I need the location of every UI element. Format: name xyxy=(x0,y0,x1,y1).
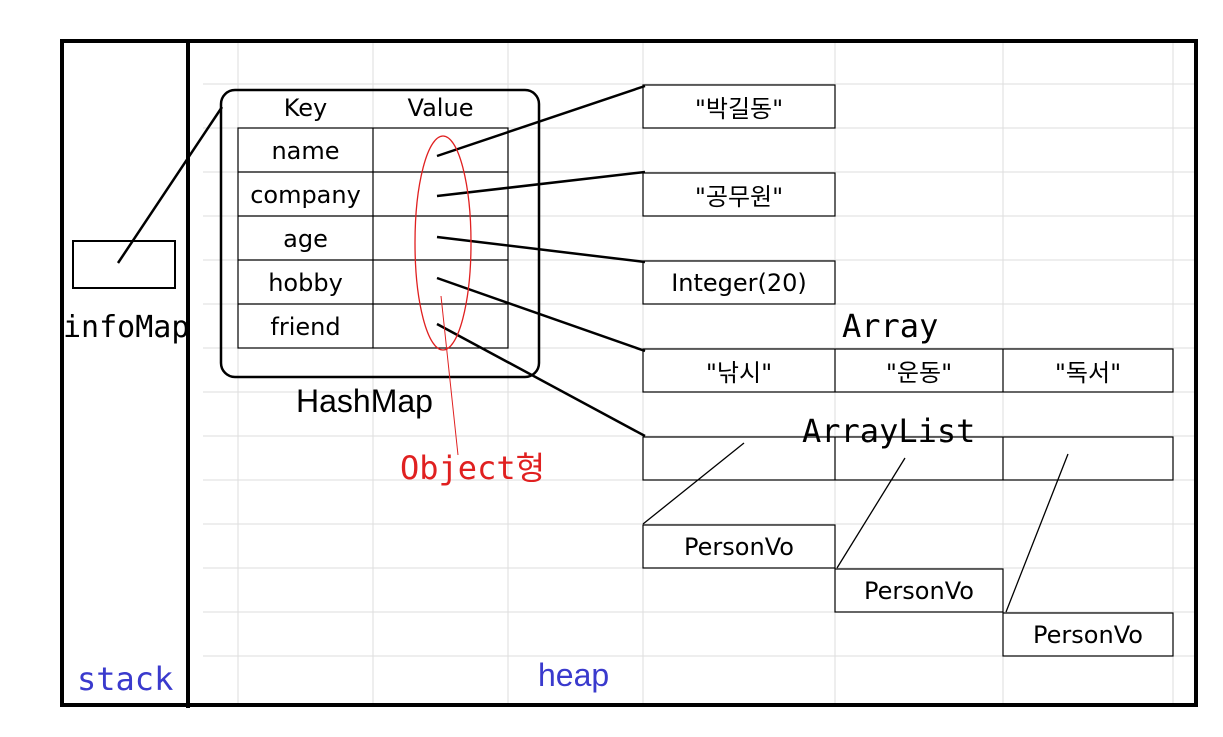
friend-reference-line xyxy=(436,322,646,438)
hobby-reference-line xyxy=(436,276,646,353)
personvo-1: PersonVo xyxy=(684,532,794,561)
personvo-box-2 xyxy=(834,568,1004,613)
arraylist-box xyxy=(642,436,1174,481)
name-value-box xyxy=(642,84,836,129)
hashmap-label: HashMap xyxy=(296,383,433,419)
object-type-ellipse xyxy=(414,135,472,351)
array-item-3: "독서" xyxy=(1054,359,1122,387)
age-reference-line xyxy=(436,235,646,264)
infomap-label: infoMap xyxy=(63,310,190,345)
company-reference-line xyxy=(436,170,646,198)
hashmap-table xyxy=(237,127,509,349)
name-reference-line xyxy=(436,84,646,158)
array-item-2: "운동" xyxy=(885,359,953,387)
infomap-reference-box xyxy=(72,240,176,289)
heap-label: heap xyxy=(538,657,610,693)
name-value: "박길동" xyxy=(694,95,784,123)
age-value-box xyxy=(642,260,836,305)
key-hobby: hobby xyxy=(268,269,343,297)
arraylist-item-1-line xyxy=(642,442,745,525)
company-value: "공무원" xyxy=(694,183,784,211)
personvo-box-3 xyxy=(1002,612,1174,657)
hashmap-container xyxy=(219,88,541,379)
arraylist-label: ArrayList xyxy=(802,412,976,450)
personvo-3: PersonVo xyxy=(1033,620,1143,649)
age-value: Integer(20) xyxy=(671,268,807,297)
personvo-2: PersonVo xyxy=(864,576,974,605)
key-age: age xyxy=(283,225,328,253)
infomap-to-hashmap-line xyxy=(116,106,224,264)
object-type-label: Object형 xyxy=(400,449,546,487)
company-value-box xyxy=(642,172,836,217)
object-type-pointer xyxy=(440,295,459,456)
personvo-box-1 xyxy=(642,524,836,569)
arraylist-item-2-line xyxy=(836,457,906,569)
key-company: company xyxy=(250,181,361,209)
memory-frame xyxy=(60,39,1198,707)
value-header: Value xyxy=(407,94,474,122)
arraylist-item-3-line xyxy=(1005,453,1069,613)
array-label: Array xyxy=(842,307,939,345)
stack-label: stack xyxy=(77,660,174,698)
key-friend: friend xyxy=(270,313,341,341)
key-name: name xyxy=(271,137,340,165)
key-header: Key xyxy=(283,94,328,122)
array-box xyxy=(642,348,1174,393)
array-item-1: "낚시" xyxy=(705,359,773,387)
